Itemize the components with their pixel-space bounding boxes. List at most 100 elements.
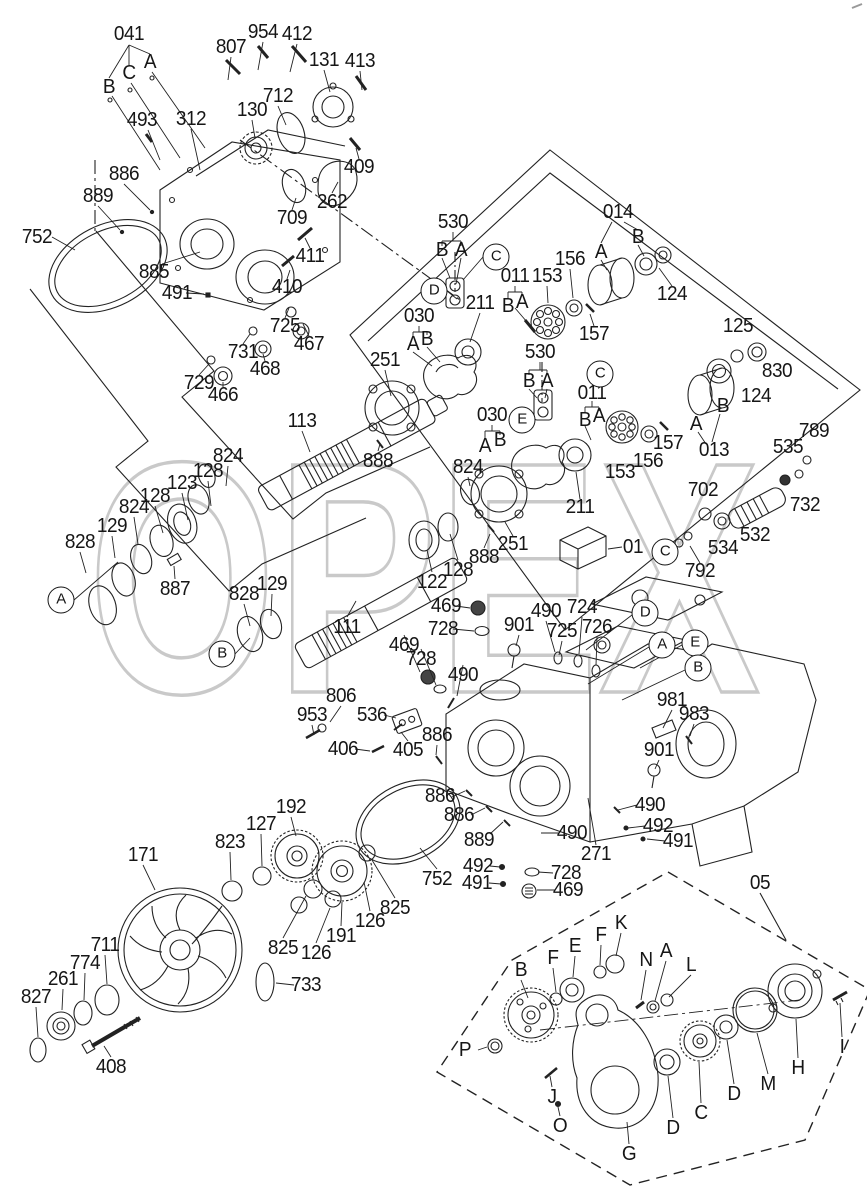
- part-label-886: 886: [424, 785, 456, 807]
- ref-letter-d: D: [727, 1083, 741, 1105]
- pump-housing-top-left: [48, 45, 368, 386]
- circled-ref-a: A: [47, 586, 75, 614]
- ref-letter-a: A: [515, 291, 529, 313]
- part-label-493: 493: [126, 109, 158, 131]
- part-label-733: 733: [290, 974, 322, 996]
- part-label-532: 532: [739, 524, 771, 546]
- part-label-726: 726: [581, 616, 613, 638]
- part-label-901: 901: [503, 614, 535, 636]
- part-label-466: 466: [207, 384, 239, 406]
- part-label-251: 251: [369, 349, 401, 371]
- part-label-731: 731: [227, 341, 259, 363]
- part-label-825: 825: [267, 937, 299, 959]
- ref-letter-b: B: [716, 395, 730, 417]
- part-label-171: 171: [127, 844, 159, 866]
- part-label-411: 411: [295, 245, 325, 267]
- part-label-128: 128: [139, 485, 171, 507]
- ref-letter-a: A: [406, 333, 420, 355]
- part-label-122: 122: [416, 571, 448, 593]
- part-label-725: 725: [546, 620, 578, 642]
- ref-letter-p: P: [458, 1039, 472, 1061]
- part-label-251: 251: [497, 533, 529, 555]
- part-label-405: 405: [392, 739, 424, 761]
- part-label-211: 211: [465, 292, 495, 314]
- part-label-153: 153: [604, 461, 636, 483]
- part-label-732: 732: [789, 494, 821, 516]
- part-label-469: 469: [388, 634, 420, 656]
- ref-letter-l: L: [685, 954, 697, 976]
- part-label-828: 828: [64, 531, 96, 553]
- part-label-729: 729: [183, 372, 215, 394]
- part-label-536: 536: [356, 704, 388, 726]
- part-label-157: 157: [578, 323, 610, 345]
- drive-shafts-and-rings: [88, 394, 468, 669]
- part-label-041: 041: [113, 23, 145, 45]
- part-label-491: 491: [461, 872, 493, 894]
- circled-ref-c: C: [651, 538, 679, 566]
- ref-letter-h: H: [791, 1057, 805, 1079]
- part-label-702: 702: [687, 479, 719, 501]
- ref-letter-b: B: [578, 409, 592, 431]
- ref-letter-k: K: [614, 912, 628, 934]
- part-label-953: 953: [296, 704, 328, 726]
- part-label-01: 01: [622, 536, 644, 558]
- sub-assembly-05-parts: [487, 954, 848, 1129]
- part-label-011: 011: [577, 382, 607, 404]
- part-label-129: 129: [96, 515, 128, 537]
- part-label-490: 490: [447, 664, 479, 686]
- part-label-806: 806: [325, 685, 357, 707]
- part-label-824: 824: [452, 456, 484, 478]
- part-label-128: 128: [442, 559, 474, 581]
- part-label-157: 157: [652, 432, 684, 454]
- part-label-413: 413: [344, 50, 376, 72]
- part-label-030: 030: [403, 305, 435, 327]
- part-label-827: 827: [20, 986, 52, 1008]
- part-label-412: 412: [281, 23, 313, 45]
- part-label-490: 490: [556, 822, 588, 844]
- ref-letter-b: B: [514, 959, 528, 981]
- part-label-728: 728: [550, 862, 582, 884]
- part-label-824: 824: [118, 496, 150, 518]
- ref-letter-n: N: [639, 949, 653, 971]
- part-label-014: 014: [602, 201, 634, 223]
- circled-ref-e: E: [681, 629, 709, 657]
- part-label-409: 409: [343, 156, 375, 178]
- part-label-728: 728: [427, 618, 459, 640]
- ref-letter-o: O: [552, 1115, 568, 1137]
- ref-letter-b: B: [631, 226, 645, 248]
- part-label-469: 469: [552, 879, 584, 901]
- part-label-153: 153: [531, 265, 563, 287]
- part-label-886: 886: [443, 804, 475, 826]
- part-label-823: 823: [214, 831, 246, 853]
- ref-letter-d: D: [666, 1117, 680, 1139]
- ref-letter-a: A: [592, 405, 606, 427]
- part-label-130: 130: [236, 99, 268, 121]
- part-label-123: 123: [166, 472, 198, 494]
- ref-letter-j: J: [547, 1086, 557, 1108]
- part-label-469: 469: [430, 595, 462, 617]
- part-label-129: 129: [256, 573, 288, 595]
- part-label-824: 824: [212, 445, 244, 467]
- part-label-724: 724: [566, 596, 598, 618]
- part-label-712: 712: [262, 85, 294, 107]
- part-label-492: 492: [462, 855, 494, 877]
- part-label-530: 530: [437, 211, 469, 233]
- circled-ref-d: D: [420, 277, 448, 305]
- leader-lines: [35, 41, 843, 1145]
- part-label-752: 752: [421, 868, 453, 890]
- ref-letter-a: A: [540, 370, 554, 392]
- part-label-530: 530: [524, 341, 556, 363]
- part-label-728: 728: [405, 648, 437, 670]
- part-label-752: 752: [21, 226, 53, 248]
- ref-letter-a: A: [478, 435, 492, 457]
- part-label-825: 825: [379, 897, 411, 919]
- part-label-126: 126: [300, 942, 332, 964]
- part-label-156: 156: [632, 450, 664, 472]
- ref-letter-b: B: [522, 370, 536, 392]
- part-label-792: 792: [684, 560, 716, 582]
- part-label-887: 887: [159, 578, 191, 600]
- part-label-981: 981: [656, 689, 688, 711]
- part-label-491: 491: [161, 282, 193, 304]
